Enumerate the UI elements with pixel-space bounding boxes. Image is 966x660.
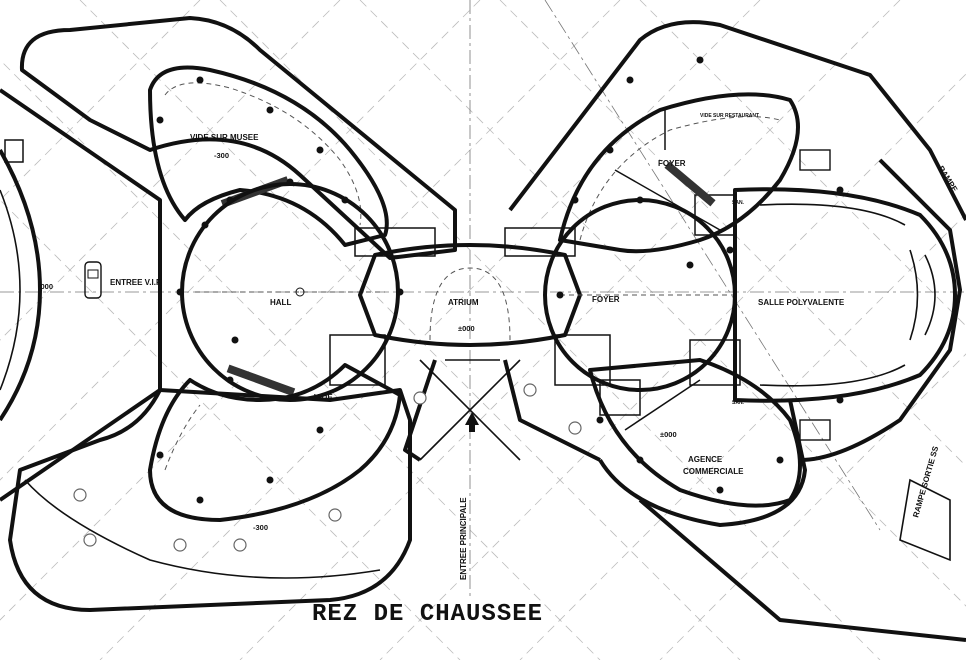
plan-title: REZ DE CHAUSSEE <box>312 601 543 628</box>
level-agence: ±000 <box>660 430 677 439</box>
label-sanitaire-lower: SAN. <box>732 400 745 406</box>
landscape-trees <box>73 383 582 552</box>
label-entree-vip: ENTREE V.I.P <box>110 278 162 287</box>
main-entrance <box>403 359 601 462</box>
car-icon <box>84 261 102 299</box>
label-vide: VIDE <box>314 393 333 402</box>
label-rampe: RAMPE <box>936 164 959 194</box>
label-salle-polyvalente: SALLE POLYVALENTE <box>758 298 845 307</box>
label-rampe-sortie: RAMPE SORTIE SS <box>911 445 940 519</box>
label-entree-principale: ENTREE PRINCIPALE <box>459 497 468 580</box>
salle-polyvalente <box>733 149 957 441</box>
structural-columns <box>156 56 844 504</box>
right-wing-outline <box>508 20 966 642</box>
label-sanitaire-upper: SAN. <box>732 200 745 206</box>
entrance-arrow-icon <box>465 412 479 432</box>
label-vide-sur-restaurant: VIDE SUR RESTAURANT <box>700 113 759 119</box>
level-atrium: ±000 <box>458 324 475 333</box>
level-garden: -300 <box>253 523 268 532</box>
label-foyer: FOYER <box>592 295 620 304</box>
left-wing-outline <box>8 16 457 612</box>
left-rotunda <box>0 88 162 502</box>
level-vide-sur-musee: -300 <box>214 151 229 160</box>
label-commerciale: COMMERCIALE <box>683 467 744 476</box>
lower-right-pod <box>588 339 802 508</box>
upper-right-pod <box>558 92 800 254</box>
label-vide-sur-musee: VIDE SUR MUSEE <box>190 133 259 142</box>
label-hall: HALL <box>270 298 291 307</box>
level-left-entrance: -000 <box>38 282 53 291</box>
label-foyer-upper: FOYER <box>658 159 686 168</box>
vide-sur-musee-pod <box>148 65 389 247</box>
label-atrium: ATRIUM <box>448 298 479 307</box>
label-agence: AGENCE <box>688 455 723 464</box>
lower-left-pod <box>148 363 402 522</box>
atrium <box>329 227 611 386</box>
hall-rotunda <box>180 182 400 402</box>
